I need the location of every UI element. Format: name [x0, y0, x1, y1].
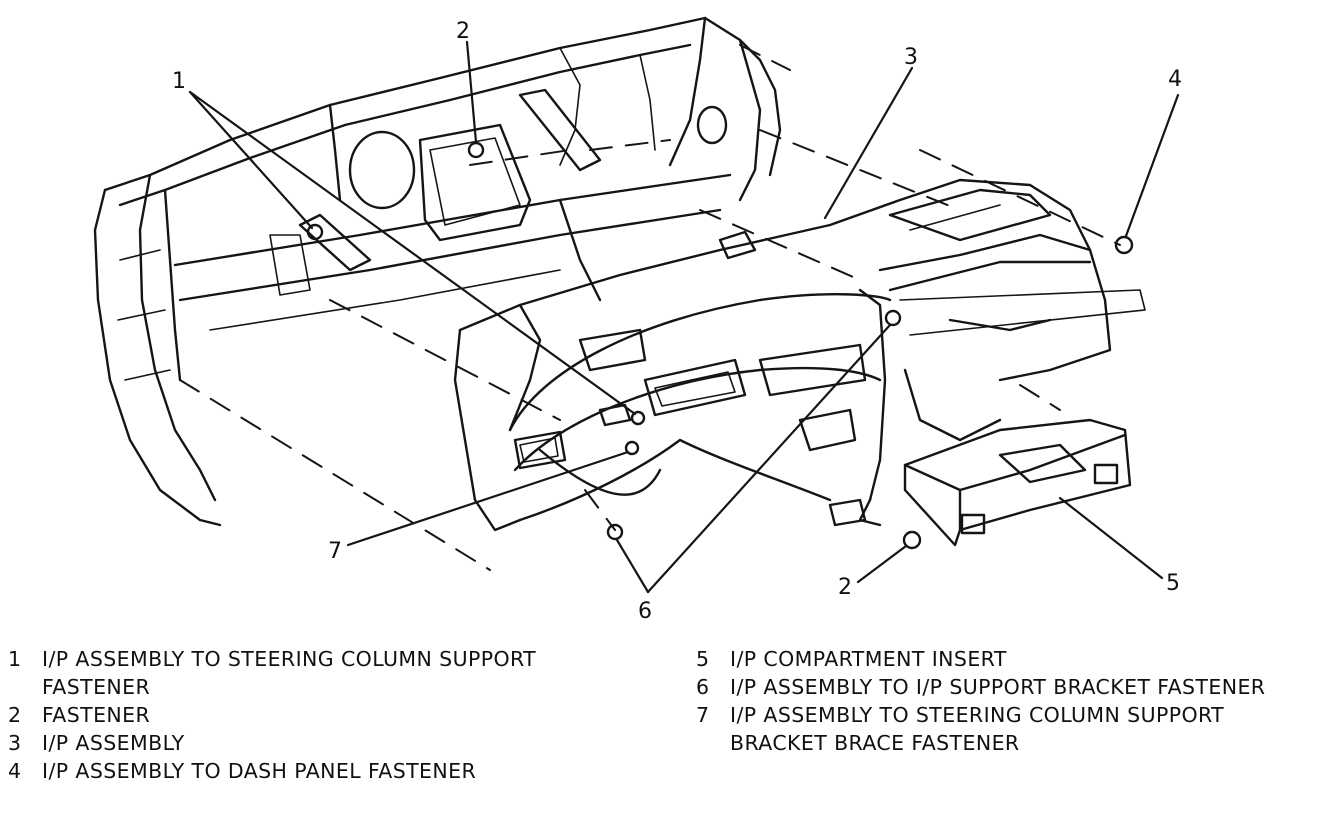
callout-4: 4: [1168, 67, 1182, 92]
fastener-1a: [306, 223, 324, 241]
legend-text: I/P COMPARTMENT INSERT: [730, 647, 1007, 671]
legend-text: FASTENER: [42, 703, 151, 727]
callout-2-upper: 2: [456, 19, 470, 44]
fastener-6b: [884, 309, 902, 327]
legend-item-2: 2 FASTENER: [8, 701, 648, 729]
fastener-1b: [630, 410, 646, 426]
fastener-6a: [606, 523, 624, 541]
dash-panel: [93, 16, 782, 527]
legend-item-5: 5 I/P COMPARTMENT INSERT: [696, 645, 1341, 673]
leader-lines: [188, 40, 1180, 594]
callout-7: 7: [328, 539, 342, 564]
legend-number: 3: [8, 731, 22, 755]
callout-3: 3: [904, 45, 918, 70]
callout-1: 1: [172, 69, 186, 94]
fastener-2-lower: [902, 530, 922, 550]
legend-item-6: 6 I/P ASSEMBLY TO I/P SUPPORT BRACKET FA…: [696, 673, 1341, 701]
callout-2-lower: 2: [838, 575, 852, 600]
fastener-2-upper: [467, 141, 485, 159]
legend-number: 1: [8, 647, 22, 671]
fastener-4: [1114, 235, 1134, 255]
installation-lines: [179, 44, 1121, 571]
legend-item-7: 7 I/P ASSEMBLY TO STEERING COLUMN SUPPOR…: [696, 701, 1341, 757]
legend-item-1: 1 I/P ASSEMBLY TO STEERING COLUMN SUPPOR…: [8, 645, 648, 701]
fastener-7: [624, 440, 640, 456]
instrument-panel-assembly: [453, 178, 1146, 532]
legend-text: I/P ASSEMBLY: [42, 731, 185, 755]
legend-number: 7: [696, 703, 710, 727]
legend-item-4: 4 I/P ASSEMBLY TO DASH PANEL FASTENER: [8, 757, 648, 785]
legend-text: I/P ASSEMBLY TO STEERING COLUMN SUPPORT …: [730, 703, 1225, 755]
callout-labels: 1 2 3 4 2 5 6 7: [172, 19, 1182, 624]
legend-item-3: 3 I/P ASSEMBLY: [8, 729, 648, 757]
exploded-view-diagram: 1 2 3 4 2 5 6 7: [93, 16, 1182, 624]
legend-number: 6: [696, 675, 710, 699]
legend-text: I/P ASSEMBLY TO DASH PANEL FASTENER: [42, 759, 477, 783]
legend-text: I/P ASSEMBLY TO STEERING COLUMN SUPPORT …: [42, 647, 537, 699]
legend-number: 5: [696, 647, 710, 671]
callout-5: 5: [1166, 571, 1180, 596]
fasteners: [306, 141, 1134, 550]
compartment-insert: [903, 418, 1132, 547]
legend-right-column: 5 I/P COMPARTMENT INSERT 6 I/P ASSEMBLY …: [696, 645, 1341, 757]
callout-6: 6: [638, 599, 652, 624]
legend-number: 2: [8, 703, 22, 727]
legend-number: 4: [8, 759, 22, 783]
legend-text: I/P ASSEMBLY TO I/P SUPPORT BRACKET FAST…: [730, 675, 1266, 699]
legend-left-column: 1 I/P ASSEMBLY TO STEERING COLUMN SUPPOR…: [8, 645, 648, 785]
